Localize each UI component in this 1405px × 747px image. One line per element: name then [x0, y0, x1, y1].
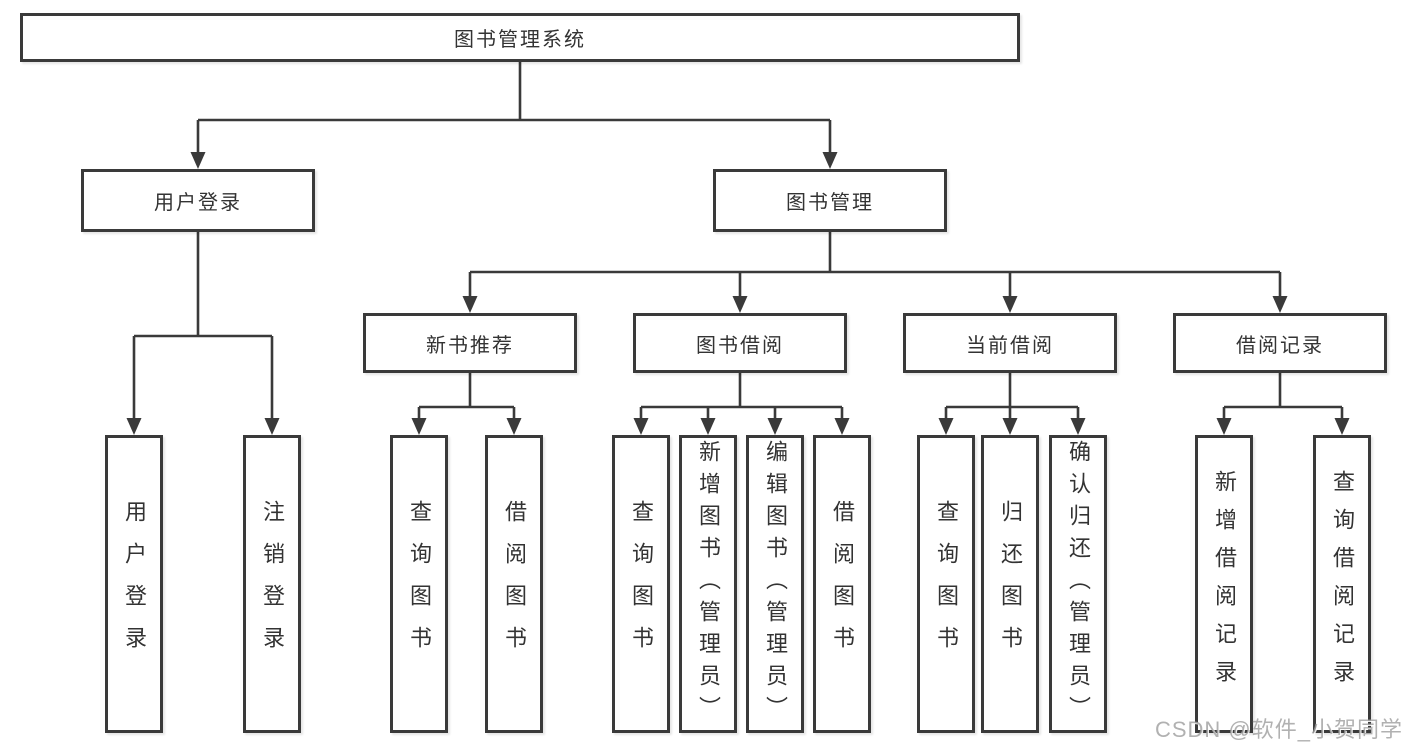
node-label: 图书管理	[786, 192, 874, 214]
node-book-management: 图书管理	[713, 169, 947, 232]
leaf-borrow-books-recommend: 借阅图书	[485, 435, 543, 733]
leaf-borrow-books: 借阅图书	[813, 435, 871, 733]
leaf-query-books-recommend: 查询图书	[390, 435, 448, 733]
leaf-query-books-borrow: 查询图书	[612, 435, 670, 733]
csdn-watermark: CSDN @软件_小贺同学	[1154, 717, 1403, 742]
node-label: 借阅图书	[830, 500, 855, 668]
node-label: 借阅记录	[1236, 334, 1324, 357]
node-label: 当前借阅	[966, 334, 1054, 357]
leaf-query-books-current: 查询图书	[917, 435, 975, 733]
leaf-logout: 注销登录	[243, 435, 301, 733]
node-label: 用户登录	[154, 192, 242, 214]
leaf-add-borrow-record: 新增借阅记录	[1195, 435, 1253, 733]
leaf-return-book: 归还图书	[981, 435, 1039, 733]
leaf-add-book-admin: 新增图书（管理员）	[679, 435, 737, 733]
node-label: 新增图书（管理员）	[696, 440, 721, 728]
node-label: 图书管理系统	[454, 29, 586, 51]
node-user-login: 用户登录	[81, 169, 315, 232]
node-label: 查询图书	[407, 500, 432, 668]
node-label: 查询借阅记录	[1330, 470, 1355, 698]
node-book-borrowing: 图书借阅	[633, 313, 847, 373]
node-label: 用户登录	[122, 500, 147, 668]
node-borrowing-records: 借阅记录	[1173, 313, 1387, 373]
node-label: 新书推荐	[426, 334, 514, 357]
node-library-management-system: 图书管理系统	[20, 13, 1020, 62]
node-label: 注销登录	[260, 500, 285, 668]
node-label: 确认归还（管理员）	[1066, 440, 1091, 728]
node-label: 新增借阅记录	[1212, 470, 1237, 698]
node-label: 查询图书	[629, 500, 654, 668]
node-new-book-recommendation: 新书推荐	[363, 313, 577, 373]
node-label: 借阅图书	[502, 500, 527, 668]
leaf-user-login: 用户登录	[105, 435, 163, 733]
leaf-edit-book-admin: 编辑图书（管理员）	[746, 435, 804, 733]
leaf-query-borrow-record: 查询借阅记录	[1313, 435, 1371, 733]
node-label: 归还图书	[998, 500, 1023, 668]
node-label: 查询图书	[934, 500, 959, 668]
node-current-borrowing: 当前借阅	[903, 313, 1117, 373]
node-label: 编辑图书（管理员）	[763, 440, 788, 728]
leaf-confirm-return-admin: 确认归还（管理员）	[1049, 435, 1107, 733]
node-label: 图书借阅	[696, 334, 784, 357]
